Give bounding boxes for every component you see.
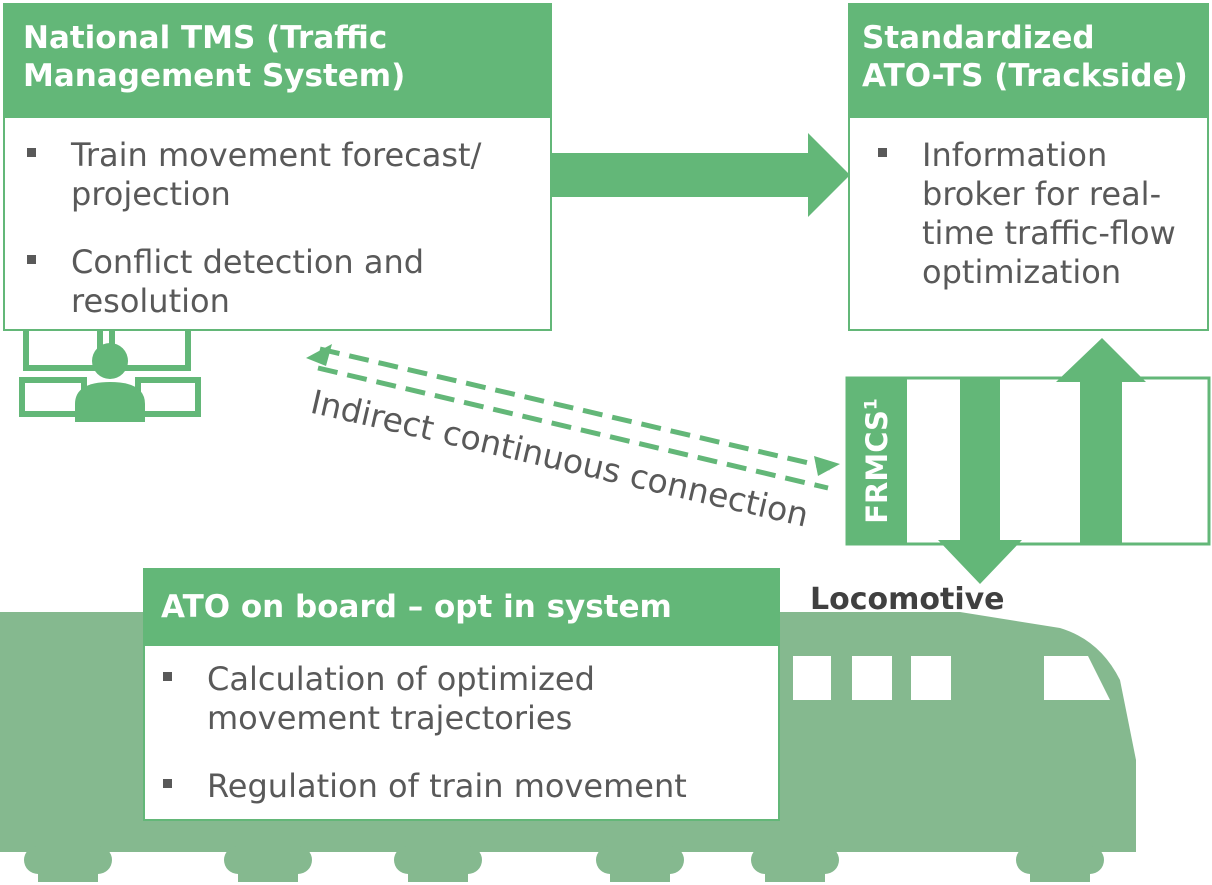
tms-bullet-2-line1: Conflict detection and (71, 243, 425, 281)
wheel (224, 838, 312, 882)
tms-bullet-1: Train movement forecast/ projection (27, 136, 550, 214)
frmcs-box (845, 376, 1211, 546)
ato-onboard-bullet-2-line1: Regulation of train movement (207, 767, 687, 805)
connection-arrowhead-right (814, 456, 840, 476)
tms-box: National TMS (Traffic Management System)… (3, 3, 552, 331)
tms-title-line2: Management System) (23, 58, 406, 94)
atots-title-line1: Standardized (862, 20, 1095, 56)
atots-title-line2: ATO-TS (Trackside) (862, 58, 1188, 94)
locomotive-label: Locomotive (810, 582, 1005, 617)
locomotive-wheels (24, 838, 1104, 882)
ato-onboard-title: ATO on board – opt in system (161, 589, 672, 625)
tms-to-atots-arrow (548, 133, 850, 217)
atots-bullet-1-line2: broker for real- (922, 175, 1162, 213)
wheel (1016, 838, 1104, 882)
locomotive-windows (793, 656, 1110, 700)
connection-arrowhead-left (306, 344, 332, 366)
wheel (596, 838, 684, 882)
atots-box: Standardized ATO-TS (Trackside) Informat… (848, 3, 1209, 331)
tms-title-line1: National TMS (Traffic (23, 20, 388, 56)
atots-bullet-1-line4: optimization (922, 253, 1122, 291)
ato-onboard-bullet-2: Regulation of train movement (163, 767, 778, 806)
tms-bullet-2-line2: resolution (71, 282, 230, 320)
tms-bullet-1-line2: projection (71, 175, 231, 213)
ato-onboard-bullet-1-line2: movement trajectories (207, 699, 573, 737)
tms-header: National TMS (Traffic Management System) (5, 5, 550, 118)
indirect-connection-arrows (317, 346, 831, 491)
operator-monitors-icon (19, 319, 201, 422)
ato-onboard-bullets: Calculation of optimized movement trajec… (145, 646, 778, 806)
frmcs-footnote-mark: 1 (861, 398, 882, 411)
wheel (751, 838, 839, 882)
ato-onboard-box: ATO on board – opt in system Calculation… (143, 568, 780, 821)
wheel (24, 838, 112, 882)
frmcs-label-text: FRMCS (860, 410, 894, 524)
tms-bullets: Train movement forecast/ projection Conf… (5, 118, 550, 321)
frmcs-up-arrow (1056, 338, 1146, 544)
atots-bullets: Information broker for real- time traffi… (850, 118, 1207, 292)
ato-onboard-header: ATO on board – opt in system (145, 570, 778, 646)
frmcs-label-band (847, 378, 907, 544)
atots-header: Standardized ATO-TS (Trackside) (850, 5, 1207, 118)
wheel (394, 838, 482, 882)
atots-bullet-1-line1: Information (922, 136, 1108, 174)
frmcs-down-arrow (938, 378, 1022, 584)
ato-onboard-bullet-1-line1: Calculation of optimized (207, 660, 595, 698)
tms-bullet-1-line1: Train movement forecast/ (71, 136, 482, 174)
tms-bullet-2: Conflict detection and resolution (27, 243, 550, 321)
ato-onboard-bullet-1: Calculation of optimized movement trajec… (163, 660, 778, 738)
atots-bullet-1-line3: time traffic-flow (922, 214, 1176, 252)
atots-bullet-1: Information broker for real- time traffi… (878, 136, 1207, 292)
